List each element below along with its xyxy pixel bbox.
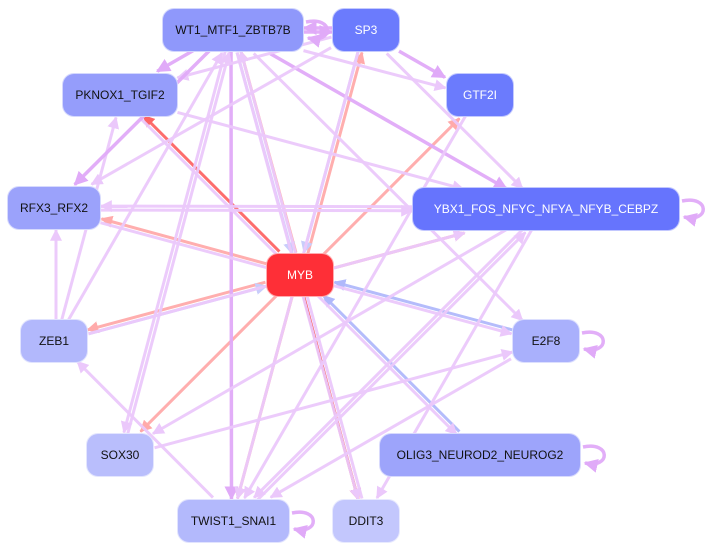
edge-sp3-to-ybx1-fos-nfyc-nfya-nfyb-cebpz xyxy=(385,52,524,190)
node-gtf2i[interactable]: GTF2I xyxy=(446,73,514,117)
node-zeb1[interactable]: ZEB1 xyxy=(20,319,88,363)
node-olig3-neurod2-neurog2[interactable]: OLIG3_NEUROD2_NEUROG2 xyxy=(379,433,581,477)
edge-e2f8-to-myb xyxy=(333,279,513,332)
edge-myb-to-zeb1 xyxy=(86,280,266,333)
edge-ybx1-fos-nfyc-nfya-nfyb-cebpz-to-sox30 xyxy=(151,227,508,435)
edge-twist1-snai1-to-ybx1-fos-nfyc-nfya-nfyb-cebpz xyxy=(255,231,527,502)
node-sox30[interactable]: SOX30 xyxy=(86,433,154,477)
edge-rfx3-rfx2-to-ybx1-fos-nfyc-nfya-nfyb-cebpz xyxy=(100,204,414,217)
node-e2f8[interactable]: E2F8 xyxy=(512,319,580,363)
node-rfx3-rfx2[interactable]: RFX3_RFX2 xyxy=(7,186,101,230)
edge-wt1-mtf1-zbtb7b-to-gtf2i xyxy=(303,49,447,92)
node-label: SOX30 xyxy=(100,448,140,462)
edge-sp3-to-pknox1-tgif2 xyxy=(176,35,332,81)
node-label: WT1_MTF1_ZBTB7B xyxy=(175,23,291,37)
edge-myb-to-rfx3-rfx2 xyxy=(100,215,267,266)
edge-sox30-to-wt1-mtf1-zbtb7b xyxy=(126,51,233,434)
edge-wt1-mtf1-zbtb7b-to-ybx1-fos-nfyc-nfya-nfyb-cebpz xyxy=(269,52,508,191)
node-twist1-snai1[interactable]: TWIST1_SNAI1 xyxy=(177,499,290,543)
edge-e2f8-to-e2f8 xyxy=(581,330,605,359)
edge-twist1-snai1-to-twist1-snai1 xyxy=(291,510,315,539)
node-label: SP3 xyxy=(354,23,378,37)
node-sp3[interactable]: SP3 xyxy=(332,8,400,52)
node-wt1-mtf1-zbtb7b[interactable]: WT1_MTF1_ZBTB7B xyxy=(162,8,304,52)
edge-gtf2i-to-twist1-snai1 xyxy=(243,115,467,500)
edge-pknox1-tgif2-to-ybx1-fos-nfyc-nfya-nfyb-cebpz xyxy=(177,111,465,192)
node-label: RFX3_RFX2 xyxy=(19,201,89,215)
edge-ybx1-fos-nfyc-nfya-nfyb-cebpz-to-ybx1-fos-nfyc-nfya-nfyb-cebpz xyxy=(681,198,705,227)
edge-olig3-neurod2-neurog2-to-myb xyxy=(322,294,461,433)
edge-zeb1-to-wt1-mtf1-zbtb7b xyxy=(67,51,224,321)
node-label: MYB xyxy=(286,268,313,282)
edge-ybx1-fos-nfyc-nfya-nfyb-cebpz-to-twist1-snai1 xyxy=(253,228,524,499)
edge-olig3-neurod2-neurog2-to-olig3-neurod2-neurog2 xyxy=(582,444,606,473)
node-label: PKNOX1_TGIF2 xyxy=(75,88,165,102)
edge-wt1-mtf1-zbtb7b-to-wt1-mtf1-zbtb7b xyxy=(305,19,329,48)
node-label: ZEB1 xyxy=(38,334,69,348)
node-myb[interactable]: MYB xyxy=(266,253,334,297)
node-ddit3[interactable]: DDIT3 xyxy=(332,499,400,543)
edge-myb-to-sox30 xyxy=(139,294,278,433)
node-label: TWIST1_SNAI1 xyxy=(190,514,277,528)
node-ybx1-fos-nfyc-nfya-nfyb-cebpz[interactable]: YBX1_FOS_NFYC_NFYA_NFYB_CEBPZ xyxy=(412,187,680,231)
edge-wt1-mtf1-zbtb7b-to-pknox1-tgif2 xyxy=(156,48,195,73)
node-label: DDIT3 xyxy=(348,514,384,528)
edge-myb-to-pknox1-tgif2 xyxy=(142,114,281,253)
edge-myb-to-gtf2i xyxy=(322,117,461,256)
node-label: E2F8 xyxy=(531,334,561,348)
node-pknox1-tgif2[interactable]: PKNOX1_TGIF2 xyxy=(62,73,178,117)
edge-e2f8-to-twist1-snai1 xyxy=(269,357,512,499)
node-label: YBX1_FOS_NFYC_NFYA_NFYB_CEBPZ xyxy=(433,202,659,216)
edge-sp3-to-gtf2i xyxy=(398,49,447,79)
edge-myb-to-sp3 xyxy=(306,51,365,254)
edge-ybx1-fos-nfyc-nfya-nfyb-cebpz-to-rfx3-rfx2 xyxy=(99,200,413,213)
node-label: OLIG3_NEUROD2_NEUROG2 xyxy=(396,448,564,462)
node-label: GTF2I xyxy=(462,88,497,102)
edge-wt1-mtf1-zbtb7b-to-rfx3-rfx2 xyxy=(73,49,211,186)
edge-twist1-snai1-to-zeb1 xyxy=(76,360,215,499)
